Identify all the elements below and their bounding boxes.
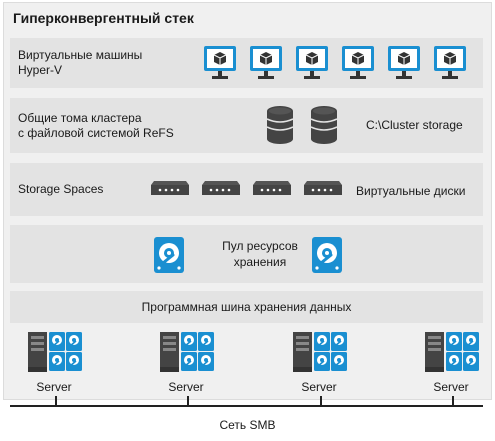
storage-bus-label: Программная шина хранения данных	[141, 300, 352, 314]
hyperv-label-line2: Hyper-V	[18, 63, 63, 77]
smb-network-line	[10, 405, 483, 407]
server-3-connector	[320, 396, 322, 406]
cluster-storage-path: C:\Cluster storage	[366, 118, 463, 132]
virtual-machine-monitor-icon	[388, 46, 420, 79]
storage-pool-label-line2: хранения	[233, 255, 287, 269]
server-label: Server	[301, 380, 337, 394]
server-label: Server	[36, 380, 72, 394]
server-label: Server	[433, 380, 469, 394]
layer-hyperv-vms: Виртуальные машины Hyper-V	[10, 38, 483, 88]
hyperv-label-line1: Виртуальные машины	[18, 48, 143, 62]
storage-pool-label-line1: Пул ресурсов	[222, 239, 298, 253]
virtual-machine-monitor-icon	[342, 46, 374, 79]
server-1-connector	[55, 396, 57, 406]
hard-drive-icon	[154, 237, 184, 273]
virtual-machine-monitor-icon	[434, 46, 466, 79]
csv-label-line1: Общие тома кластера	[18, 111, 142, 125]
server-4-connector	[452, 396, 454, 406]
smb-network-label: Сеть SMB	[219, 418, 276, 432]
layer-software-storage-bus: Программная шина хранения данных	[10, 291, 483, 323]
layer-cluster-shared-volumes: Общие тома кластера с файловой системой …	[10, 98, 483, 153]
layer-storage-pool: Пул ресурсов хранения	[10, 225, 483, 283]
csv-label-line2: с файловой системой ReFS	[18, 126, 174, 140]
virtual-machine-monitor-icon	[296, 46, 328, 79]
diagram-title: Гиперконвергентный стек	[13, 10, 194, 26]
server-icon	[160, 332, 214, 372]
hyperv-label: Виртуальные машины Hyper-V	[18, 48, 142, 78]
csv-label: Общие тома кластера с файловой системой …	[18, 111, 174, 141]
hard-drive-icon	[312, 237, 342, 273]
database-icon	[266, 106, 294, 144]
virtual-disk-icon	[253, 181, 291, 195]
virtual-machine-monitor-icon	[204, 46, 236, 79]
database-icon	[310, 106, 338, 144]
virtual-disks-label: Виртуальные диски	[356, 184, 466, 198]
virtual-disk-icon	[151, 181, 189, 195]
layer-storage-spaces: Storage Spaces Виртуальные диски	[10, 163, 483, 216]
virtual-disk-icon	[304, 181, 342, 195]
storage-pool-label: Пул ресурсов хранения	[196, 238, 324, 270]
server-2-connector	[187, 396, 189, 406]
storage-spaces-label: Storage Spaces	[18, 182, 104, 196]
server-icon	[293, 332, 347, 372]
server-label: Server	[168, 380, 204, 394]
server-icon	[425, 332, 479, 372]
virtual-disk-icon	[202, 181, 240, 195]
server-icon	[28, 332, 82, 372]
virtual-machine-monitor-icon	[250, 46, 282, 79]
